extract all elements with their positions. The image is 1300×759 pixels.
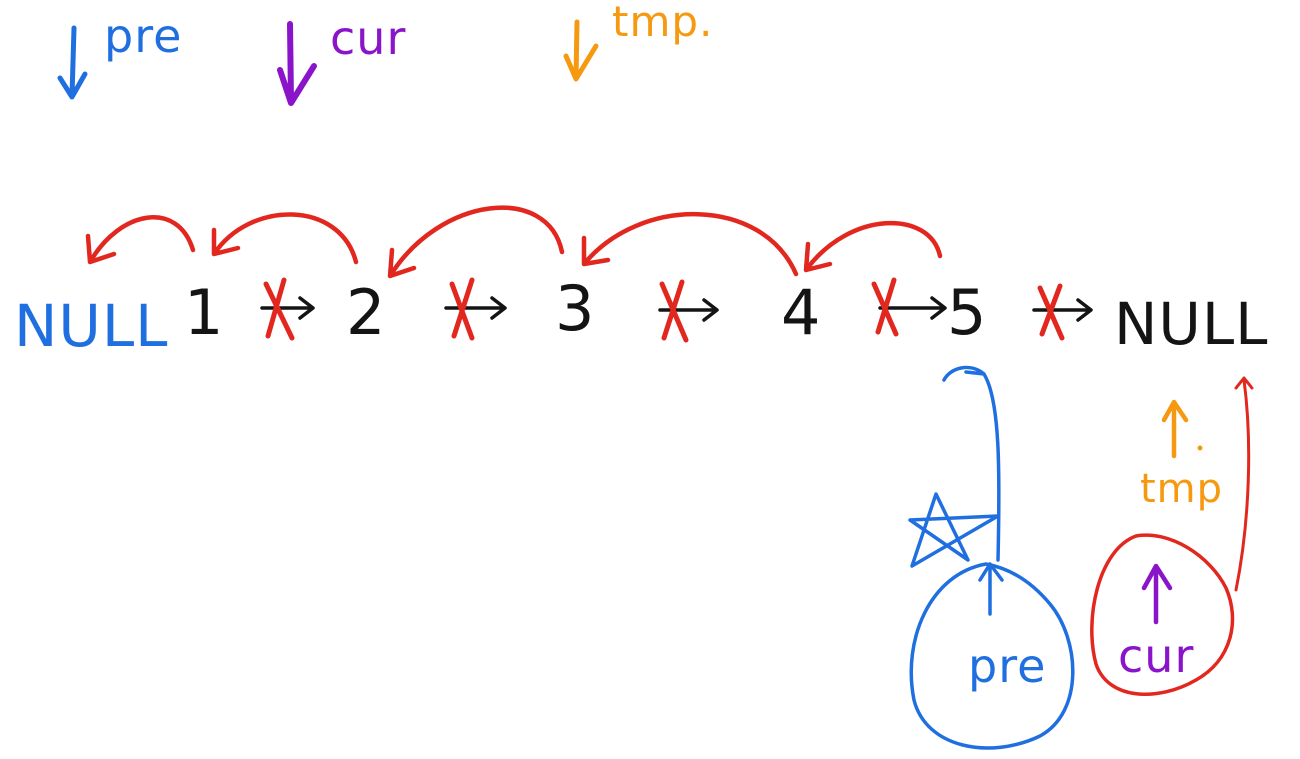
cur-up-arrow-icon — [1141, 563, 1173, 625]
node-3: 3 — [555, 272, 595, 345]
forward-arrow-3-4 — [658, 279, 719, 343]
down-arrow-icon — [57, 25, 88, 100]
top-pre-pointer: pre — [57, 9, 182, 100]
down-arrow-icon — [563, 19, 599, 82]
tail-null: NULL — [1114, 290, 1268, 358]
top-pre-label: pre — [104, 9, 182, 63]
cross-icon — [263, 277, 295, 341]
cross-icon — [659, 279, 689, 343]
cur-to-null-curve — [1234, 376, 1254, 592]
forward-arrow-1-2 — [260, 277, 315, 341]
head-null: NULL — [14, 292, 168, 360]
circle-outline — [909, 562, 1075, 750]
forward-arrow-5-null — [1032, 283, 1093, 341]
forward-arrow-2-3 — [444, 277, 507, 341]
forward-arrow-4-5 — [871, 277, 947, 337]
top-tmp-label: tmp. — [612, 0, 713, 46]
tmp-up-arrow-icon — [1161, 399, 1189, 459]
reversed-arcs — [85, 205, 943, 279]
pre-up-curve — [942, 365, 1001, 562]
reverse-arc-5-4 — [803, 220, 943, 273]
cross-icon — [1037, 283, 1065, 341]
node-1: 1 — [184, 276, 224, 349]
bottom-cur-annotation: cur tmp — [1090, 376, 1254, 697]
bottom-pre-annotation: pre — [908, 365, 1075, 750]
cross-icon — [871, 277, 899, 337]
cur-circle-outline — [1090, 533, 1235, 697]
forward-arrows — [260, 277, 1093, 343]
top-cur-pointer: cur — [277, 11, 406, 106]
tmp-dot — [1197, 445, 1203, 451]
top-tmp-pointer: tmp. — [563, 0, 713, 82]
node-5: 5 — [947, 276, 987, 349]
reverse-arc-4-3 — [581, 212, 799, 277]
top-cur-label: cur — [330, 11, 406, 65]
bottom-tmp-label: tmp — [1140, 466, 1223, 512]
node-2: 2 — [346, 276, 386, 349]
reverse-arc-1-null — [85, 215, 196, 265]
bottom-pre-label: pre — [968, 639, 1046, 693]
reverse-arc-2-1 — [211, 212, 359, 265]
node-4: 4 — [781, 276, 821, 349]
reverse-arc-3-2 — [387, 205, 565, 279]
down-arrow-icon — [277, 21, 317, 106]
bottom-cur-label: cur — [1118, 629, 1194, 683]
linked-list: NULL 1 2 3 4 5 NULL — [14, 272, 1268, 360]
star-icon — [908, 492, 1000, 568]
cross-icon — [449, 277, 475, 341]
up-arrow-icon — [978, 562, 1004, 616]
